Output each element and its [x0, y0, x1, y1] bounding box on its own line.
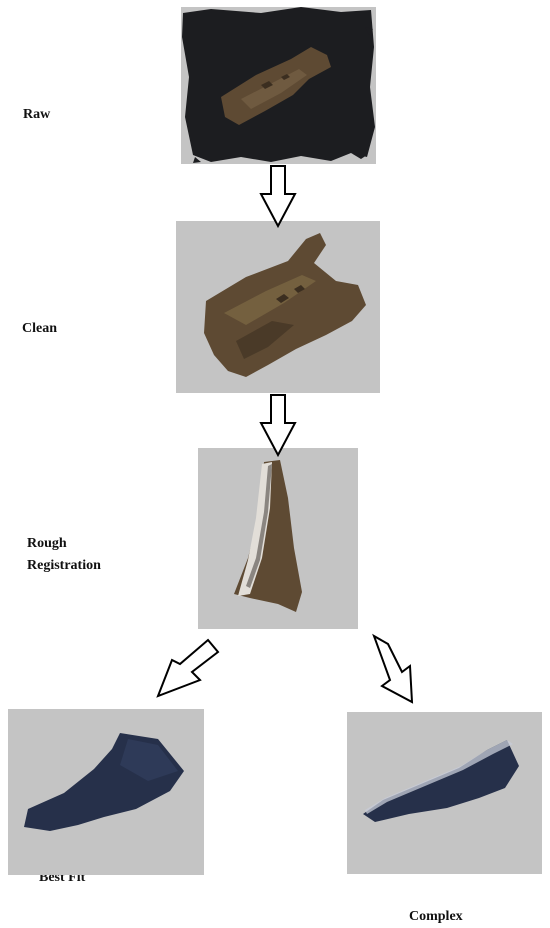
- best-fit-panel: [8, 709, 204, 875]
- rough-registration-image: [234, 460, 302, 612]
- clean-scan-panel: [176, 221, 380, 393]
- raw-scan-image: [182, 7, 375, 163]
- complex-panel: [347, 712, 542, 874]
- down-arrow-2: [259, 394, 297, 458]
- complex-image: [363, 740, 519, 822]
- label-rough-line2: Registration: [27, 558, 101, 573]
- raw-scan-panel: [181, 7, 376, 164]
- label-raw: Raw: [23, 107, 51, 122]
- label-clean: Clean: [22, 321, 57, 336]
- rough-registration-panel: [198, 448, 358, 629]
- diagonal-arrow-right: [372, 633, 414, 704]
- best-fit-image: [24, 733, 184, 831]
- label-complex: Complex: [409, 909, 463, 924]
- clean-scan-image: [204, 233, 366, 377]
- label-rough-registration: Rough Registration: [27, 533, 101, 577]
- diagonal-arrow-left: [156, 638, 220, 698]
- label-rough-line1: Rough: [27, 536, 67, 551]
- down-arrow-1: [259, 165, 297, 229]
